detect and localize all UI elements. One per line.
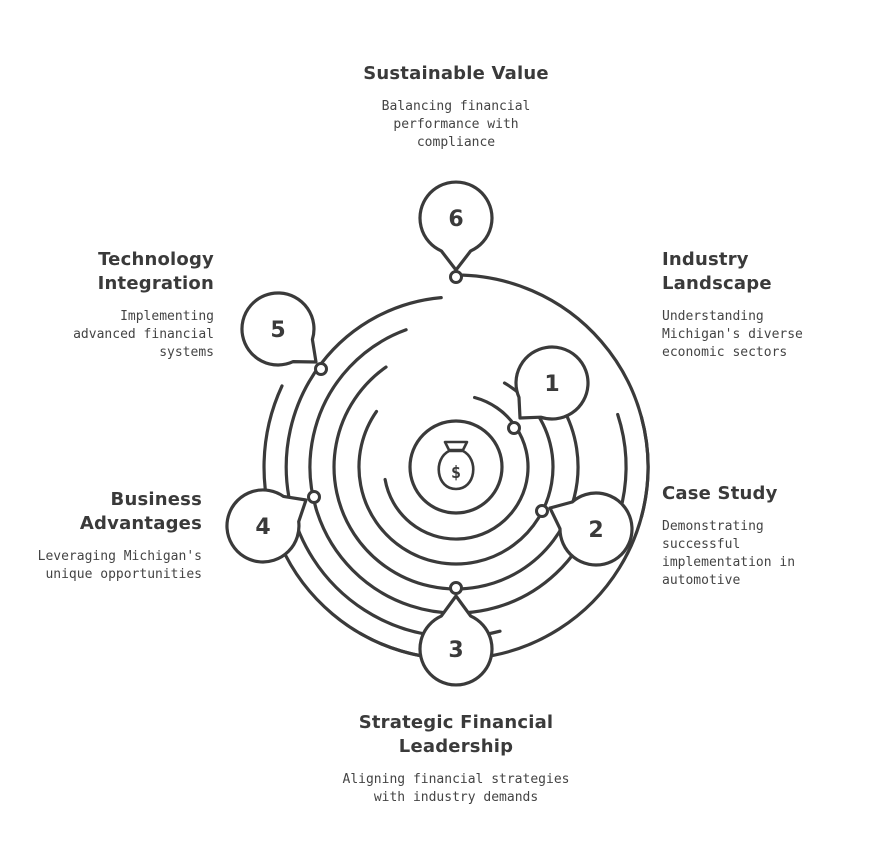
connector-dot-3 <box>449 581 463 595</box>
money-bag-icon <box>437 440 475 491</box>
step-3-bubble-shape <box>418 594 494 687</box>
center-money-bag: $ <box>408 419 504 515</box>
step-4-description: Leveraging Michigan's unique opportuniti… <box>37 549 202 582</box>
step-2-description: Demonstrating successful implementation … <box>662 519 796 588</box>
step-5-number: 5 <box>270 318 285 343</box>
step-4-title: Business Advantages <box>79 489 202 534</box>
ring-2-arc <box>357 381 555 566</box>
step-5-bubble: 5 <box>240 291 318 367</box>
step-4-bubble: 4 <box>225 488 308 564</box>
step-3-number: 3 <box>448 638 463 663</box>
step-3-label: Strategic Financial Leadership Aligning … <box>318 711 594 807</box>
step-5-label: Technology Integration Implementing adva… <box>10 248 214 362</box>
step-5-description: Implementing advanced financial systems <box>73 309 214 360</box>
step-5-bubble-shape <box>240 291 318 367</box>
step-2-label: Case Study Demonstrating successful impl… <box>662 482 842 590</box>
step-2-bubble-shape <box>548 491 634 567</box>
ring-3-arc <box>332 365 580 591</box>
step-1-description: Understanding Michigan's diverse economi… <box>662 309 803 360</box>
connector-dot-6 <box>449 270 463 284</box>
ring-6-arc-short <box>358 631 425 658</box>
step-4-number: 4 <box>255 515 270 540</box>
step-3-title: Strategic Financial Leadership <box>358 712 554 757</box>
dollar-sign: $ <box>451 463 461 483</box>
step-2-title: Case Study <box>662 483 778 504</box>
step-1-number: 1 <box>544 372 559 397</box>
step-6-bubble-shape <box>418 180 494 272</box>
connector-dot-4 <box>307 490 321 504</box>
step-5-title: Technology Integration <box>97 249 214 294</box>
ring-4-arc <box>308 328 595 615</box>
step-6-description: Balancing financial performance with com… <box>381 99 531 150</box>
step-1-label: Industry Landscape Understanding Michiga… <box>662 248 842 362</box>
connector-dot-1 <box>507 421 521 435</box>
connector-dot-2 <box>535 504 549 518</box>
step-1-title: Industry Landscape <box>662 249 772 294</box>
step-3-description: Aligning financial strategies with indus… <box>342 772 570 805</box>
step-1-bubble: 1 <box>514 345 590 421</box>
step-4-label: Business Advantages Leveraging Michigan'… <box>10 488 202 584</box>
step-3-bubble: 3 <box>418 594 494 687</box>
step-6-label: Sustainable Value Balancing financial pe… <box>338 62 574 152</box>
connector-dot-5 <box>314 362 328 376</box>
step-6-bubble: 6 <box>418 180 494 272</box>
step-bubbles: 1 2 3 4 5 6 <box>225 180 634 687</box>
step-6-number: 6 <box>448 207 463 232</box>
step-4-bubble-shape <box>225 488 308 564</box>
step-1-bubble-shape <box>514 345 590 421</box>
step-2-number: 2 <box>588 518 603 543</box>
step-6-title: Sustainable Value <box>363 63 549 84</box>
ring-6-arc-right <box>639 415 650 519</box>
center-circle <box>408 419 504 515</box>
connector-dots <box>307 270 549 595</box>
ring-5-arc-right <box>616 412 628 504</box>
step-2-bubble: 2 <box>548 491 634 567</box>
